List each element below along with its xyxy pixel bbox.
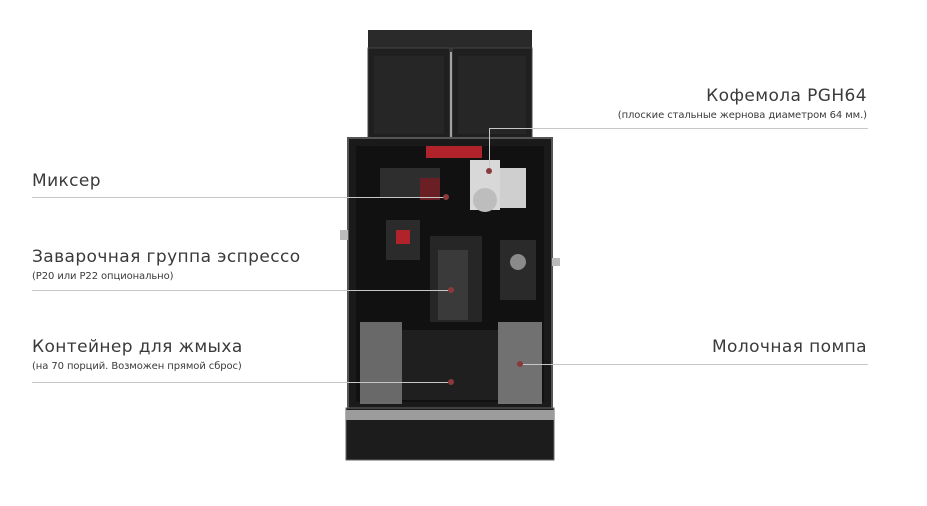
grinder-leader-drop: [489, 128, 490, 172]
grinder-leader-line: [490, 128, 868, 129]
grinder-marker: [486, 168, 492, 174]
mixer-marker: [443, 194, 449, 200]
grounds-container-marker: [448, 379, 454, 385]
brewing-unit-leader-line: [32, 290, 452, 291]
grounds-container-subtitle: (на 70 порций. Возможен прямой сброс): [32, 361, 242, 372]
grinder-subtitle: (плоские стальные жернова диаметром 64 м…: [617, 110, 867, 121]
milk-pump-leader-line: [520, 364, 868, 365]
brewing-unit-title: Заварочная группа эспрессо: [32, 247, 301, 267]
grounds-container-title: Контейнер для жмыха: [32, 337, 243, 357]
brewing-unit-subtitle: (P20 или P22 опционально): [32, 271, 174, 282]
milk-pump-marker: [517, 361, 523, 367]
brewing-unit-marker: [448, 287, 454, 293]
mixer-title: Миксер: [32, 171, 101, 191]
milk-pump-title: Молочная помпа: [711, 337, 867, 357]
grinder-title: Кофемола PGH64: [706, 86, 867, 106]
grounds-container-leader-line: [32, 382, 452, 383]
mixer-leader-line: [32, 197, 446, 198]
